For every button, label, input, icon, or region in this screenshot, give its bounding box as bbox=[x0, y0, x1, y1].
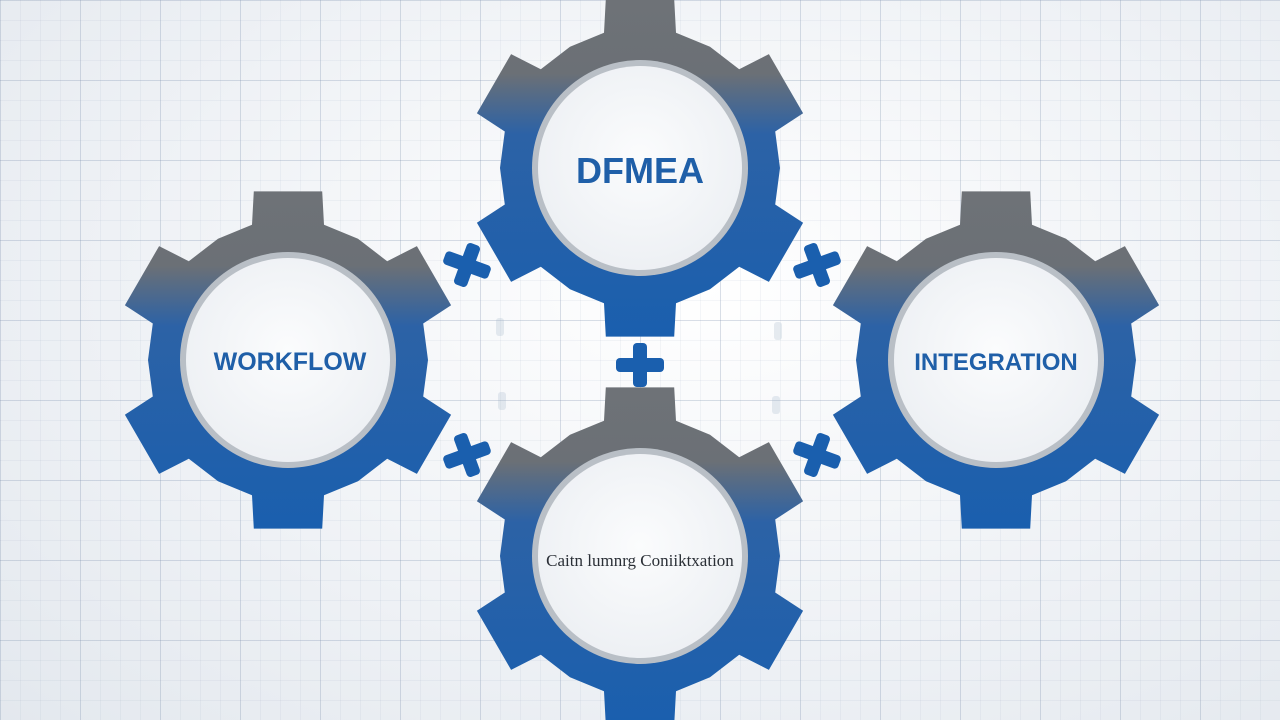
plus-connector-icon bbox=[616, 343, 664, 387]
gear-label-workflow: WORKFLOW bbox=[214, 348, 367, 376]
gear-bottom bbox=[476, 387, 804, 720]
gear-bottom-inner-face bbox=[538, 454, 742, 658]
plus-connector-icon bbox=[793, 433, 841, 477]
faint-marks bbox=[496, 240, 782, 414]
plus-connector-icon bbox=[443, 433, 491, 477]
gear-dfmea bbox=[476, 0, 804, 337]
plus-connector-icon bbox=[793, 243, 841, 287]
gear-integration bbox=[832, 191, 1160, 529]
connector-group bbox=[443, 243, 841, 477]
gear-dfmea-inner-face bbox=[538, 66, 742, 270]
gear-label-dfmea: DFMEA bbox=[576, 150, 704, 191]
gear-label-integration: INTEGRATION bbox=[914, 349, 1078, 376]
gear-workflow-inner-face bbox=[186, 258, 390, 462]
gear-label-bottom: Caitn lumnrg Coniiktxation bbox=[546, 551, 734, 570]
plus-connector-icon bbox=[443, 243, 491, 287]
gear-workflow bbox=[124, 191, 452, 529]
gear-integration-inner-face bbox=[894, 258, 1098, 462]
